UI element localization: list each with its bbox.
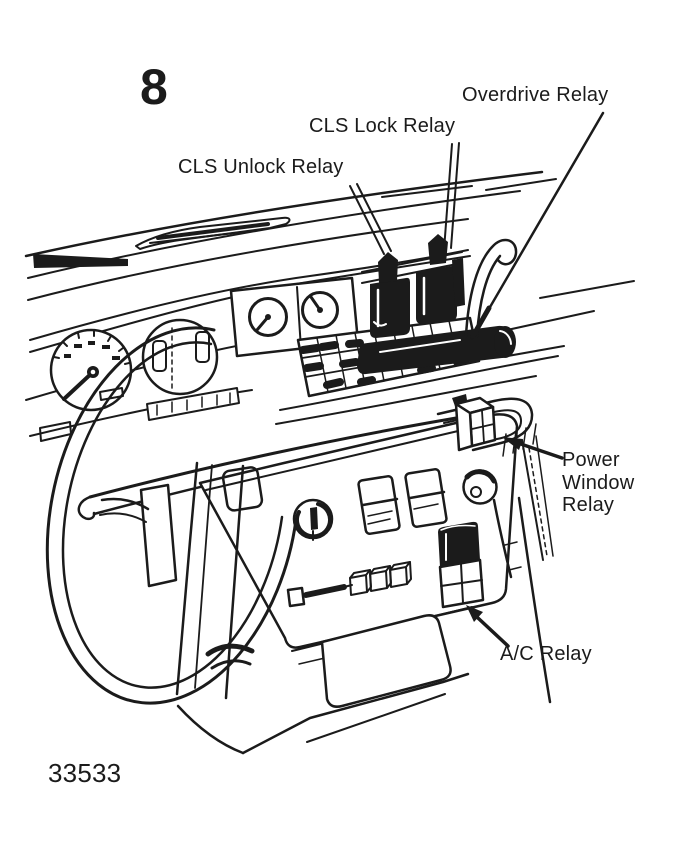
label-power-window-relay: Power Window Relay	[562, 449, 634, 517]
overdrive-leader	[470, 111, 605, 340]
button-cluster	[349, 561, 412, 596]
label-power-window-line3: Relay	[562, 494, 615, 516]
defroster-vent	[135, 216, 291, 250]
lower-dash	[176, 496, 552, 755]
callout-leaders	[349, 111, 605, 648]
steering-wheel	[45, 326, 298, 705]
center-console	[139, 394, 554, 649]
cls-unlock-relay-graphic	[370, 277, 410, 338]
small-gauge-left	[248, 297, 288, 337]
label-cls-unlock-relay: CLS Unlock Relay	[178, 156, 344, 178]
vent-slot-vertical	[139, 483, 178, 588]
rocker-switch-left	[357, 474, 401, 536]
instrument-cluster	[49, 318, 219, 412]
label-overdrive-relay: Overdrive Relay	[462, 84, 609, 106]
console-button	[221, 466, 264, 512]
small-gauge-right	[301, 291, 339, 329]
label-ac-relay: A/C Relay	[500, 643, 592, 665]
wire-loop	[464, 238, 518, 338]
label-power-window-line1: Power	[562, 449, 620, 471]
rocker-switch-right	[404, 467, 448, 529]
dash-lip-shadow	[33, 254, 128, 268]
cls-lock-relay-graphic	[416, 265, 457, 324]
relay-connector-bar	[357, 325, 514, 375]
vent-slot-horizontal	[146, 387, 240, 421]
part-number: 33533	[48, 758, 122, 788]
label-power-window-line2: Window	[562, 471, 635, 494]
knee-panel	[320, 614, 452, 708]
cls-lock-leader	[443, 142, 460, 251]
lower-fascia	[29, 355, 559, 442]
gauge-opening	[141, 318, 219, 396]
ac-relay-arrow	[466, 605, 510, 648]
label-cls-lock-relay: CLS Lock Relay	[309, 115, 456, 137]
ac-relay-graphic	[438, 521, 485, 609]
cls-unlock-leader	[349, 183, 392, 255]
power-window-relay-graphic	[452, 394, 497, 452]
speedometer-needle	[62, 370, 95, 401]
slider-lever	[286, 584, 353, 608]
figure-number: 8	[140, 59, 168, 115]
steering-column	[175, 461, 255, 700]
power-window-arrow	[502, 437, 564, 460]
wheel-spoke	[100, 497, 150, 511]
fuse-block	[296, 316, 516, 398]
dash-top-edge	[24, 170, 557, 301]
relay-assembly	[361, 234, 465, 338]
